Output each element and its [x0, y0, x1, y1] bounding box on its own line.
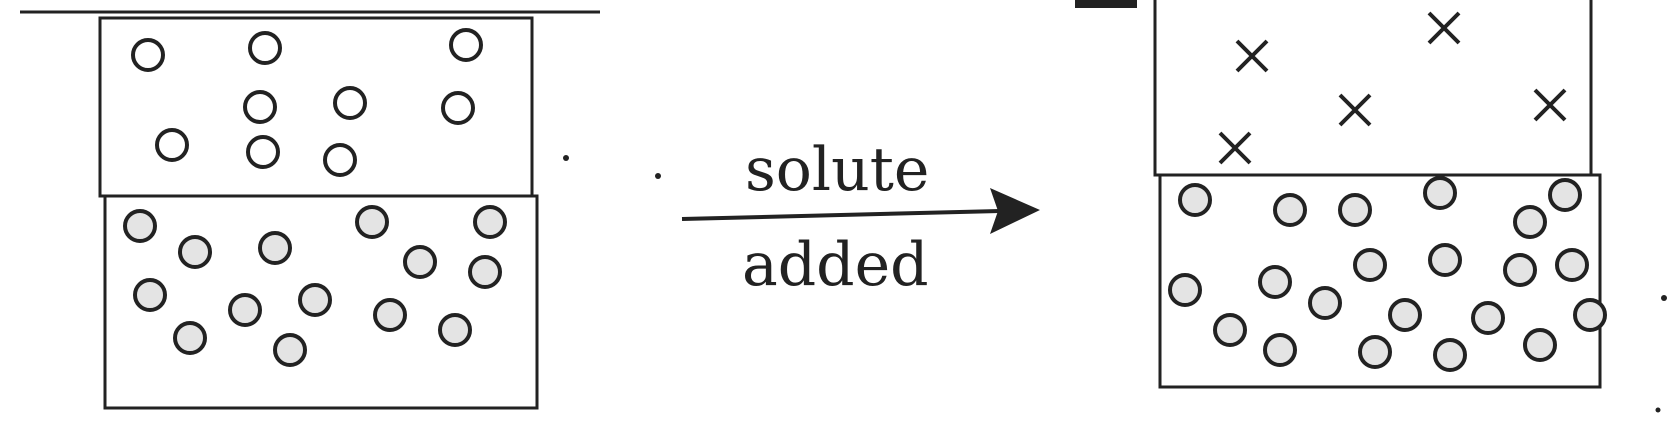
stray-dot: [655, 173, 661, 179]
solvent-particle: [1433, 338, 1467, 372]
before-gas-particles: [131, 28, 483, 177]
solvent-particle: [1358, 335, 1392, 369]
vapor-particle: [243, 90, 277, 124]
solvent-particle: [1263, 333, 1297, 367]
solvent-particle: [1555, 248, 1589, 282]
after-liquid-region: [1158, 173, 1602, 389]
solvent-particle: [1258, 265, 1292, 299]
solvent-particle: [1178, 183, 1212, 217]
solvent-particle: [1308, 286, 1342, 320]
solvent-particle: [133, 278, 167, 312]
solute-particle: [1338, 93, 1372, 127]
solute-particle: [1533, 88, 1567, 122]
solvent-particle: [228, 293, 262, 327]
solvent-particle: [178, 235, 212, 269]
stray-dot: [1655, 407, 1661, 413]
vapor-particle: [441, 91, 475, 125]
solvent-particle: [438, 313, 472, 347]
solvent-particle: [403, 245, 437, 279]
vapor-particle: [333, 86, 367, 120]
solvent-particle: [468, 255, 502, 289]
solvent-particle: [355, 205, 389, 239]
stray-dot: [1661, 295, 1667, 301]
before-liquid-particles: [123, 205, 507, 367]
solvent-particle: [1428, 243, 1462, 277]
vapor-particle: [248, 31, 282, 65]
process-arrow: solute added: [681, 135, 1040, 300]
solvent-particle: [1513, 205, 1547, 239]
after-gas-particles: [1218, 11, 1567, 165]
solvent-particle: [1503, 253, 1537, 287]
solvent-particle: [1338, 193, 1372, 227]
solvent-particle: [1423, 176, 1457, 210]
arrow-shaft: [681, 209, 1001, 221]
solvent-particle: [373, 298, 407, 332]
vapor-particle: [246, 135, 280, 169]
solvent-particle: [1548, 178, 1582, 212]
after-lid-block: [1075, 0, 1137, 8]
solvent-particle: [173, 321, 207, 355]
solvent-particle: [1523, 328, 1557, 362]
solvent-particle: [1168, 273, 1202, 307]
arrow-label-line2: added: [742, 230, 929, 300]
solvent-particle: [273, 333, 307, 367]
solvent-particle: [1213, 313, 1247, 347]
solvent-particle: [298, 283, 332, 317]
solvent-particle: [473, 205, 507, 239]
solvent-particle: [258, 231, 292, 265]
vapor-particle: [131, 38, 165, 72]
solute-particle: [1218, 131, 1252, 165]
arrowhead: [990, 188, 1040, 234]
solute-particle: [1427, 11, 1461, 45]
stray-dot: [563, 155, 569, 161]
solvent-particle: [1273, 193, 1307, 227]
after-liquid-particles: [1168, 176, 1607, 372]
solvent-particle: [1353, 248, 1387, 282]
vapor-particle: [449, 28, 483, 62]
vapor-particle: [323, 143, 357, 177]
stray-marks: [563, 155, 1667, 413]
before-container: [20, 10, 600, 410]
before-liquid-region: [103, 194, 539, 410]
solute-particle: [1235, 39, 1269, 73]
solvent-particle: [1471, 301, 1505, 335]
after-gas-region: [1153, 0, 1593, 177]
solvent-particle: [123, 209, 157, 243]
after-container: [1075, 0, 1607, 389]
solvent-particle: [1388, 298, 1422, 332]
solvent-particle: [1573, 298, 1607, 332]
arrow-label-line1: solute: [745, 135, 929, 205]
vapor-particle: [155, 128, 189, 162]
